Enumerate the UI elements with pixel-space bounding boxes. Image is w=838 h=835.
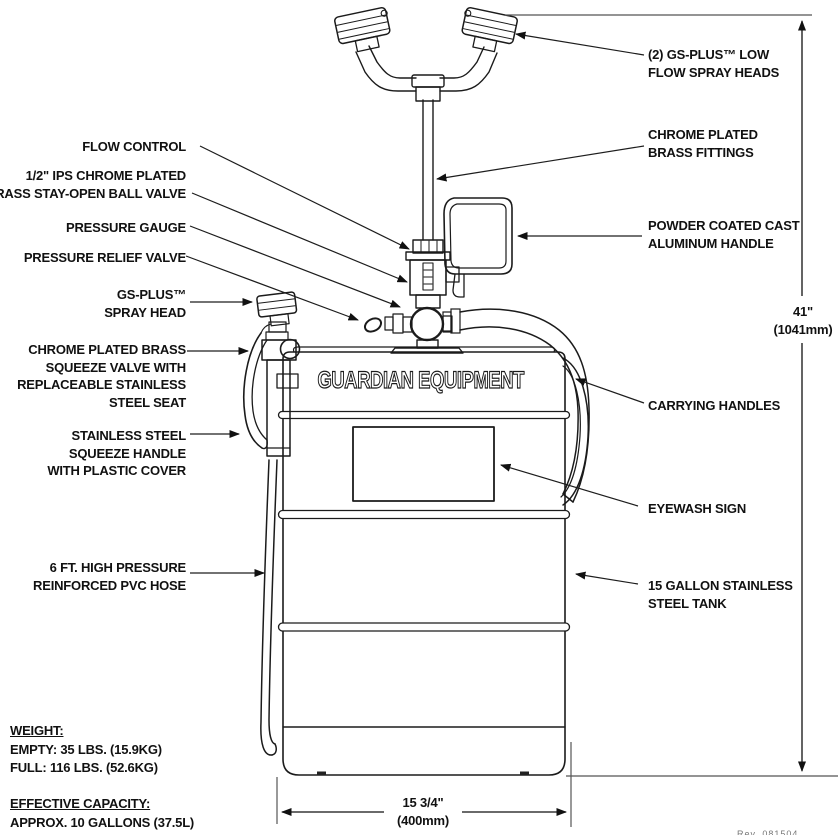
valve-assembly-drawing <box>363 239 464 354</box>
height-dimension-text: 41" (1041mm) <box>773 304 833 337</box>
leader-brass-fittings <box>436 145 645 182</box>
relief-valve-fitting <box>392 313 404 334</box>
leader-stainless-tank <box>575 571 639 585</box>
capacity-heading: EFFECTIVE CAPACITY: <box>10 796 151 811</box>
callout-gs-plus-spray-head: GS-PLUS™ SPRAY HEAD <box>104 287 186 320</box>
leader-relief-valve <box>185 255 359 321</box>
station-spray-head <box>256 291 298 327</box>
revision-note: Rev. 081504 <box>737 829 799 835</box>
callout-leader-lines <box>185 31 645 585</box>
station-tube <box>266 359 291 457</box>
weight-heading: WEIGHT: <box>10 723 64 738</box>
callout-eyewash-sign: EYEWASH SIGN <box>648 501 747 516</box>
flow-control-coupling <box>412 239 444 254</box>
mounting-bracket <box>276 373 299 389</box>
leader-flow-control <box>199 145 410 250</box>
dimension-lines <box>276 14 838 827</box>
callout-aluminum-handle: POWDER COATED CAST ALUMINUM HANDLE <box>648 218 800 251</box>
callout-pvc-hose: 6 FT. HIGH PRESSURE REINFORCED PVC HOSE <box>33 560 186 593</box>
handle-bracket <box>452 273 465 298</box>
left-hose-drawing <box>260 459 278 756</box>
callout-ball-valve: 1/2" IPS CHROME PLATED BRASS STAY-OPEN B… <box>0 168 186 201</box>
callout-squeeze-handle: STAINLESS STEEL SQUEEZE HANDLE WITH PLAS… <box>47 428 186 478</box>
valve-base-flange <box>390 347 464 354</box>
tank-drawing <box>277 346 571 776</box>
tee-fitting <box>411 74 445 88</box>
callout-low-flow-spray-heads: (2) GS-PLUS™ LOW FLOW SPRAY HEADS <box>648 47 780 80</box>
weight-specs: WEIGHT: EMPTY: 35 LBS. (15.9KG) FULL: 11… <box>10 723 162 775</box>
tank-brand-text: GUARDIAN EQUIPMENT <box>318 365 525 393</box>
valve-neck <box>415 294 441 309</box>
hose-fitting <box>442 311 452 332</box>
leader-carrying-handles <box>575 378 645 404</box>
spray-head-assembly-drawing <box>334 6 518 241</box>
tank-foot-mark <box>317 771 326 776</box>
right-spray-head <box>461 6 518 53</box>
squeeze-handle-lever <box>242 332 263 449</box>
aluminum-handle-drawing <box>443 197 513 298</box>
callout-pressure-relief-valve: PRESSURE RELIEF VALVE <box>23 250 186 265</box>
leader-ball-valve <box>191 192 408 283</box>
callout-pressure-gauge: PRESSURE GAUGE <box>65 220 186 235</box>
right-arm <box>439 52 498 92</box>
callout-carrying-handles: CARRYING HANDLES <box>648 398 781 413</box>
squeeze-valve-knob <box>279 338 301 360</box>
left-spray-head <box>334 6 391 53</box>
relief-valve-pull-ring <box>363 317 383 333</box>
pressure-gauge-face <box>409 306 445 342</box>
leader-pressure-gauge <box>189 225 401 308</box>
tank-ridge-band-3 <box>277 622 571 632</box>
callout-flow-control: FLOW CONTROL <box>82 139 186 154</box>
tank-ridge-band-1 <box>277 410 571 420</box>
callout-squeeze-valve: CHROME PLATED BRASS SQUEEZE VALVE WITH R… <box>17 342 186 410</box>
callout-stainless-tank: 15 GALLON STAINLESS STEEL TANK <box>648 578 793 611</box>
tank-ridge-band-2 <box>277 509 571 520</box>
callout-brass-fittings: CHROME PLATED BRASS FITTINGS <box>648 127 758 160</box>
leader-spray-heads <box>515 31 645 56</box>
left-arm <box>355 51 417 92</box>
squeeze-valve-station-drawing <box>242 291 301 457</box>
width-dimension-text: 15 3/4" (400mm) <box>396 795 450 828</box>
right-hose-drawing <box>442 308 590 503</box>
eyewash-sign-plate <box>352 426 495 502</box>
leader-eyewash-sign <box>500 463 639 507</box>
tank-foot-mark <box>520 771 529 776</box>
squeeze-valve-body <box>261 339 297 361</box>
capacity-specs: EFFECTIVE CAPACITY: APPROX. 10 GALLONS (… <box>10 796 195 830</box>
